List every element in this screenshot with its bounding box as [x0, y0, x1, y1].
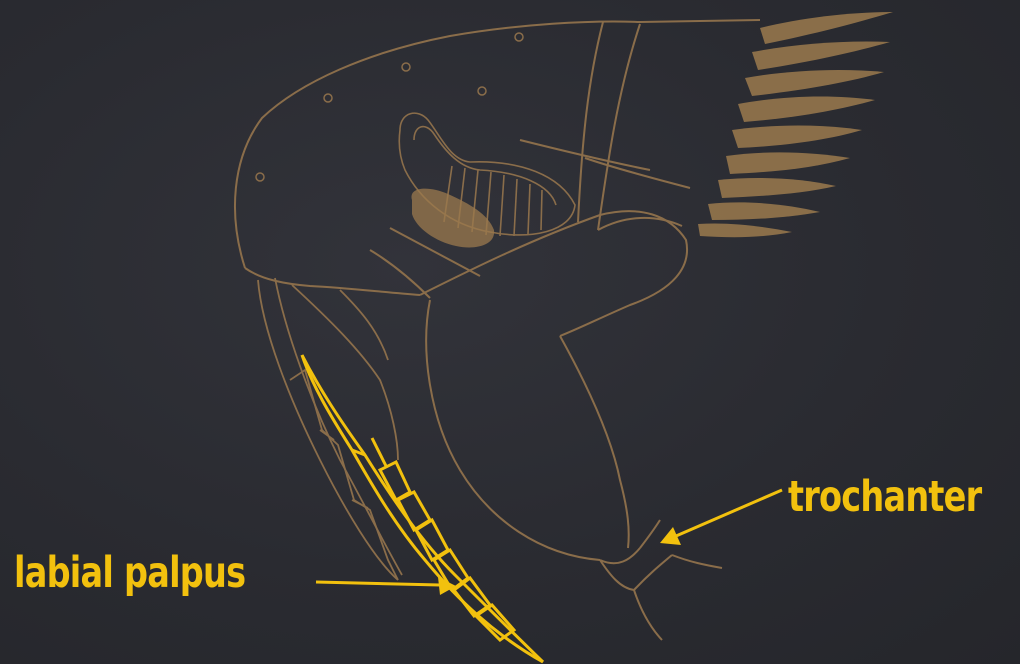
labial-palpus-label: labial palpus: [14, 552, 245, 595]
trochanter-label: trochanter: [788, 476, 981, 519]
labial-palpus-outline: [302, 355, 543, 662]
head-capsule: [235, 20, 760, 295]
antenna: [399, 113, 575, 247]
sensory-pits: [256, 33, 523, 181]
leg: [370, 211, 722, 640]
labial-palpus-arrow: [316, 577, 456, 595]
trochanter-arrow: [660, 490, 782, 545]
genal-comb: [698, 12, 893, 237]
mouthparts: [258, 278, 402, 580]
